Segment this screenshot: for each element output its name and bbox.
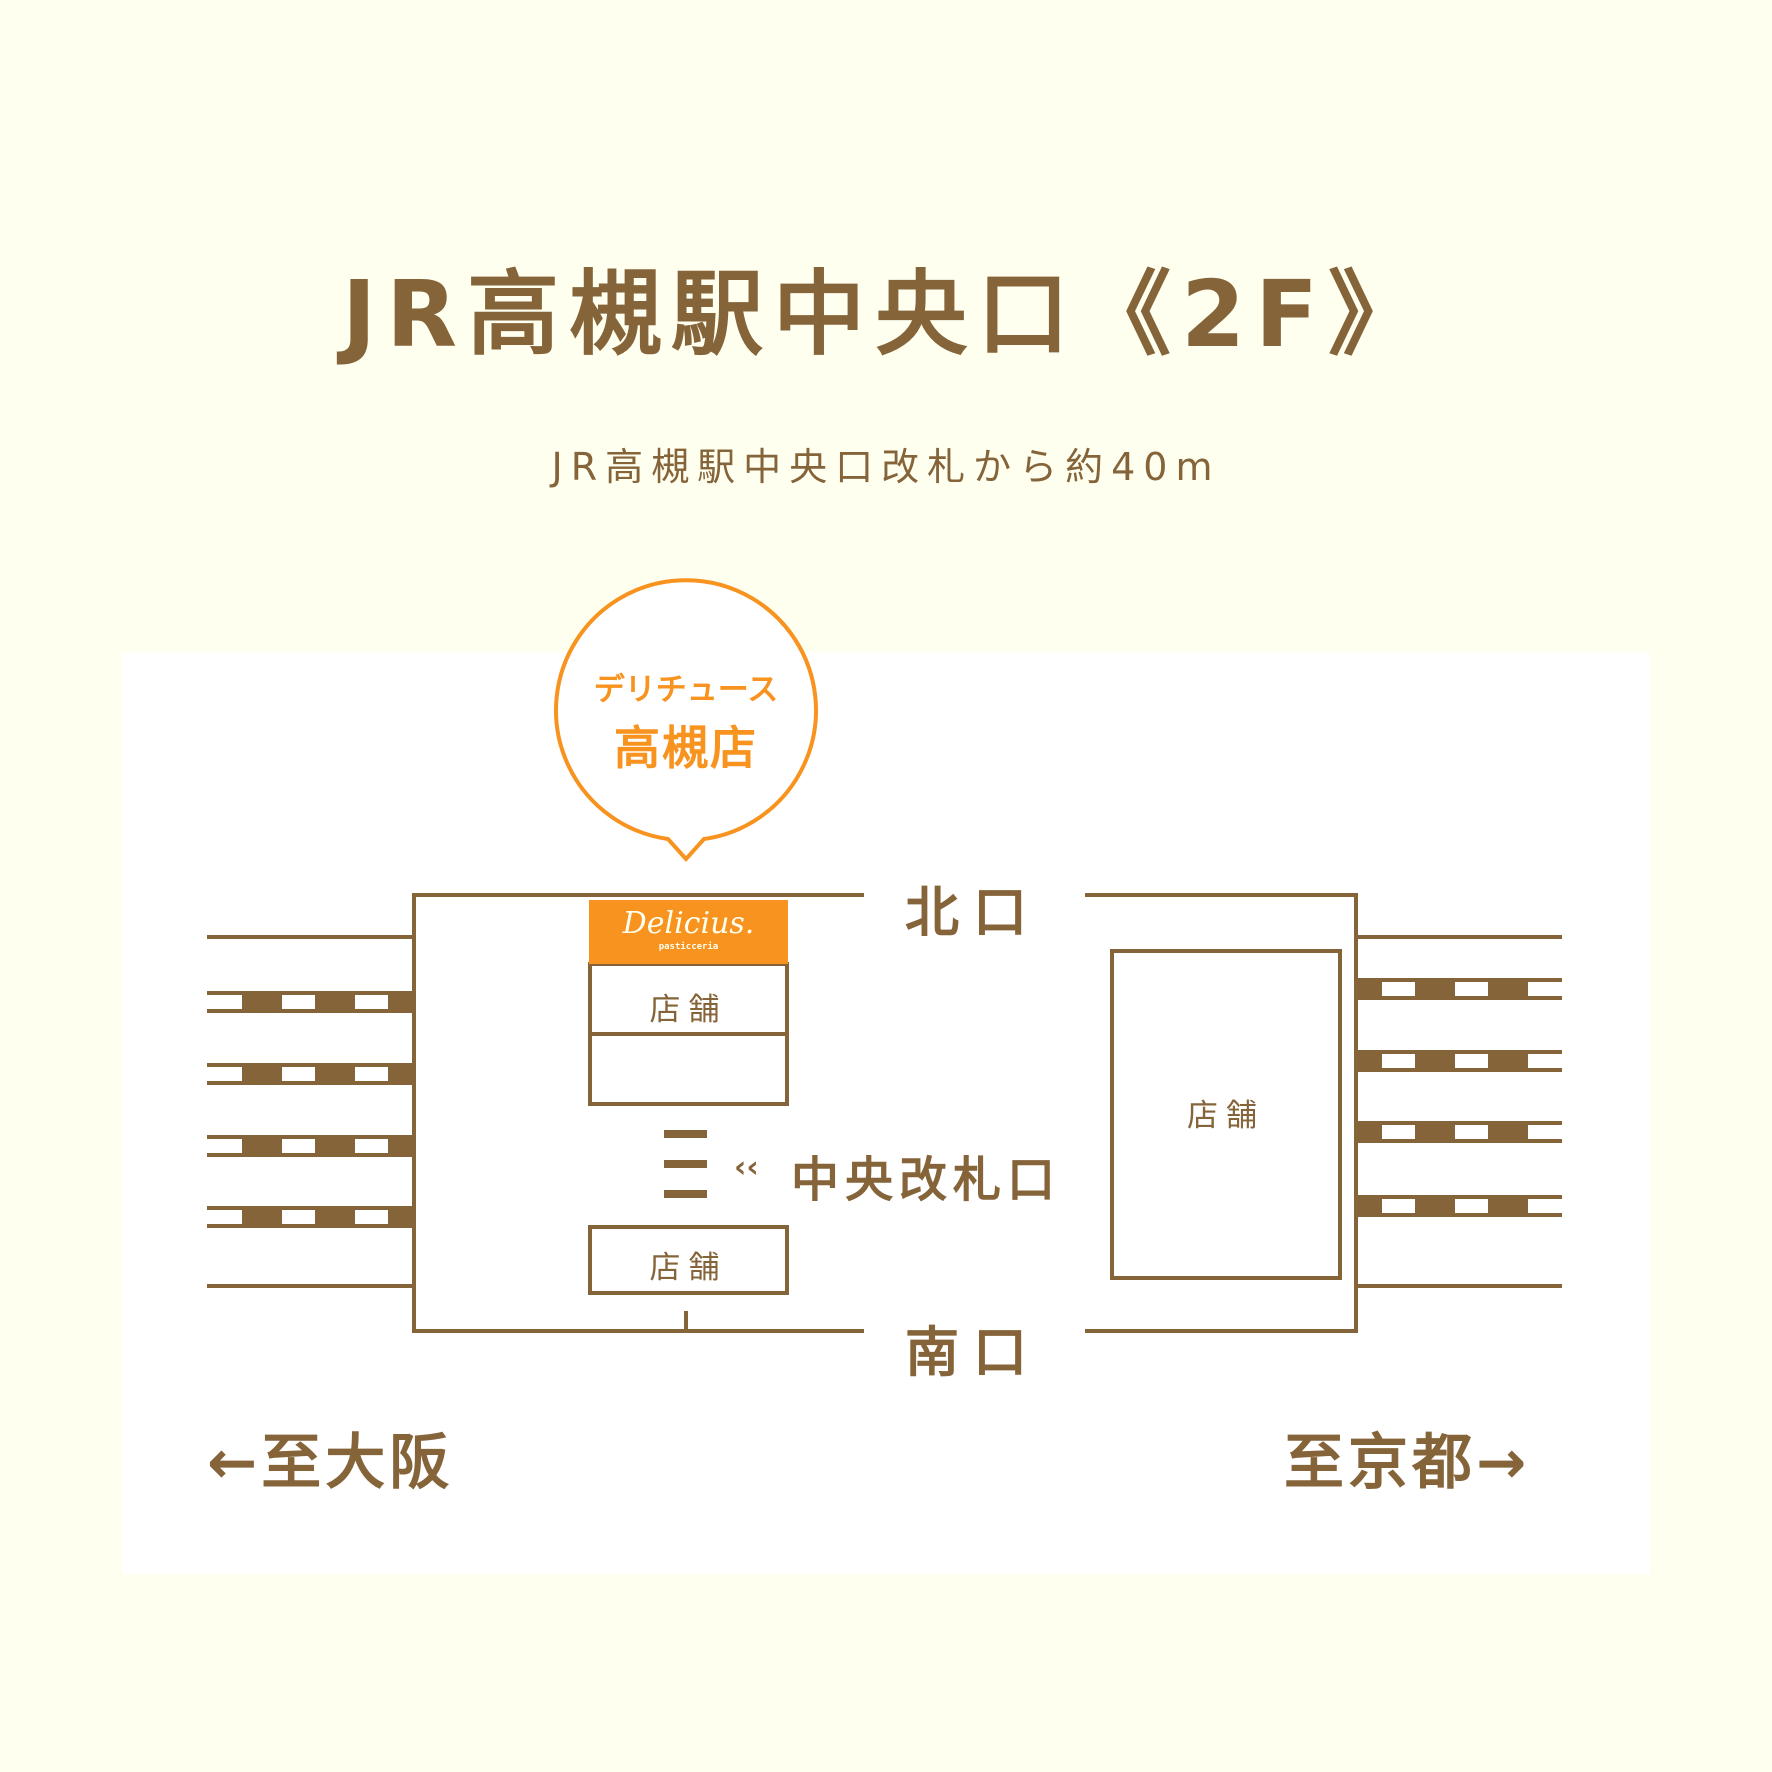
gate-arrow-icon: ‹‹ [734, 1150, 759, 1185]
north-exit-label: 北口 [905, 881, 1041, 944]
store-bubble-name: デリチュース [593, 672, 779, 708]
south-exit-label: 南口 [905, 1321, 1041, 1384]
left-tracks [207, 991, 414, 1228]
station-north-wall-right [1085, 893, 1358, 1333]
shop-right-label: 店舗 [1187, 1098, 1265, 1134]
station-north-wall-left [412, 893, 864, 1333]
direction-osaka: ←至大阪 [207, 1428, 454, 1498]
shop-lower [588, 1225, 789, 1295]
shop-upper-1-label: 店舗 [649, 992, 728, 1028]
right-tracks [1356, 978, 1562, 1217]
page-title: JR高槻駅中央口《2F》 [342, 261, 1430, 368]
store-bubble-outline [554, 578, 818, 862]
ticket-gate-icon [664, 1130, 707, 1198]
logo-tagline: pasticceria [658, 942, 719, 952]
shop-lower-label: 店舗 [649, 1250, 728, 1286]
direction-kyoto: 至京都→ [1284, 1428, 1531, 1498]
delicius-store-logo[interactable]: Delicius. pasticceria [589, 900, 788, 964]
map-panel [122, 652, 1650, 1574]
store-bubble-branch: 高槻店 [614, 721, 758, 775]
shop-right [1110, 949, 1342, 1280]
central-gate-label: 中央改札口 [791, 1152, 1062, 1208]
logo-name: Delicius. [622, 906, 755, 941]
shop-upper-2 [588, 1032, 789, 1106]
page-subtitle: JR高槻駅中央口改札から約40m [551, 445, 1221, 489]
